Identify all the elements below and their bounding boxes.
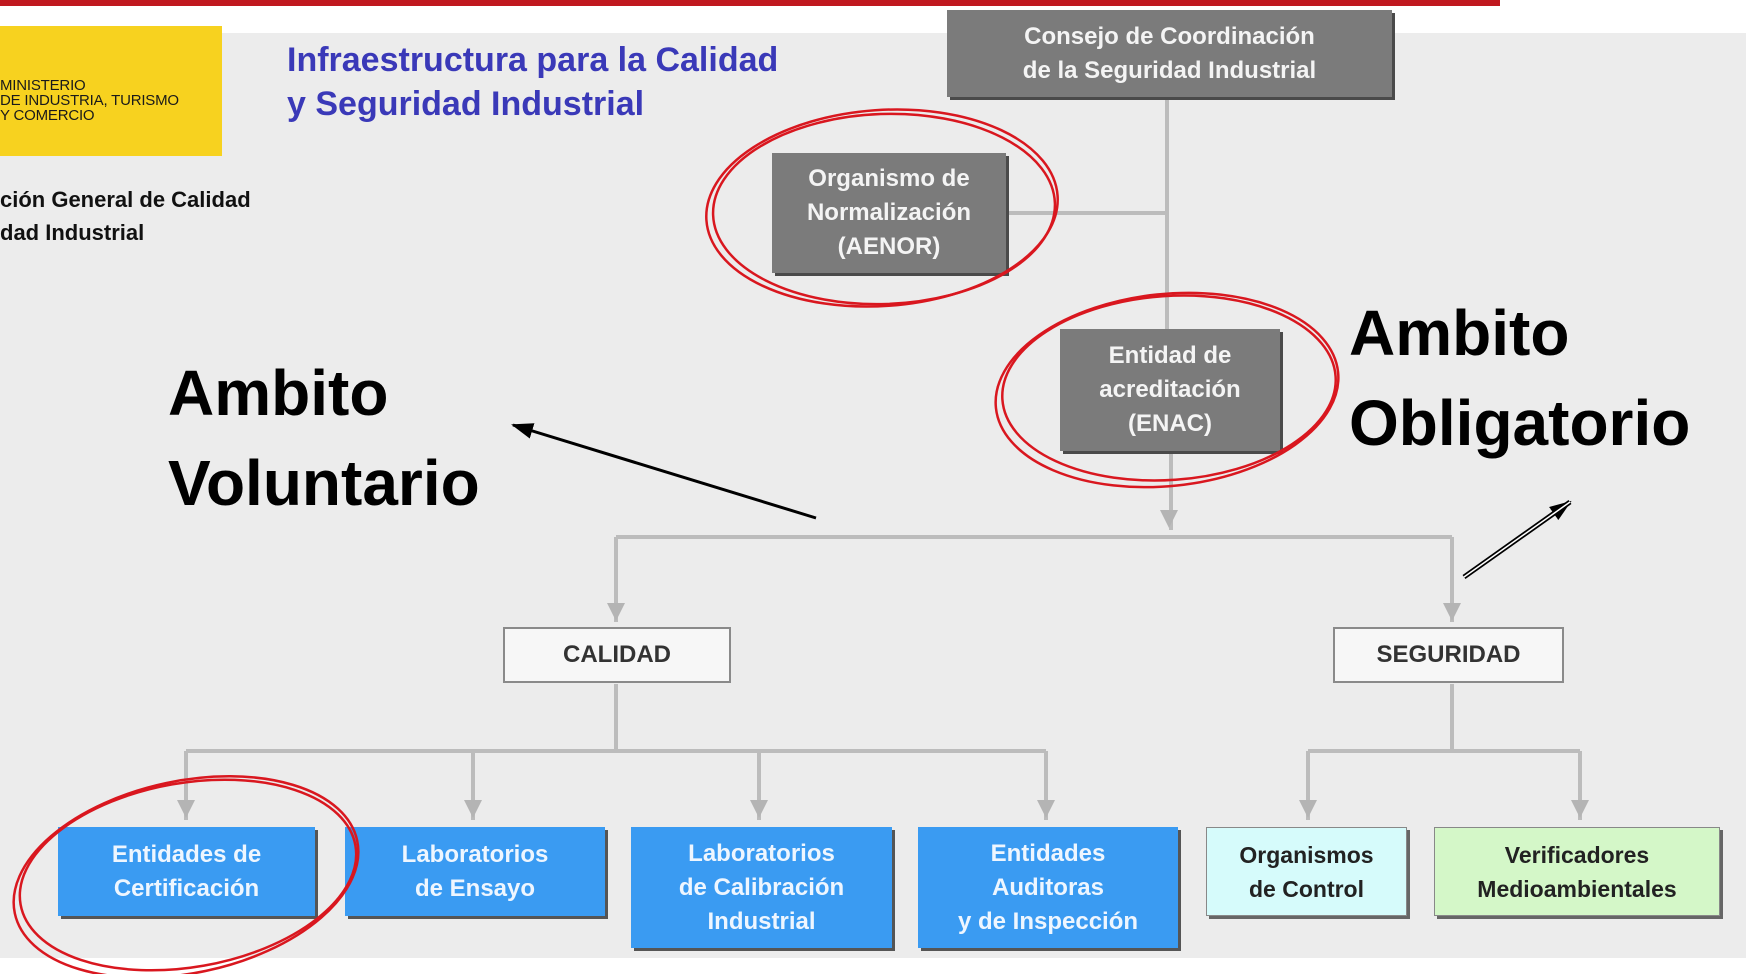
arrowhead bbox=[1160, 510, 1178, 528]
aenor-node: Organismo de Normalización (AENOR) bbox=[772, 153, 1006, 273]
verificadores-node: Verificadores Medioambientales bbox=[1434, 827, 1720, 916]
aenor-highlight-ellipse bbox=[705, 108, 1059, 308]
certificacion-node: Entidades de Certificación bbox=[58, 827, 315, 916]
mandatory-scope-label: Ambito Obligatorio bbox=[1349, 297, 1691, 459]
certificacion-highlight-ellipse bbox=[12, 775, 360, 974]
calidad-node: CALIDAD bbox=[503, 627, 731, 683]
enac-node: Entidad de acreditación (ENAC) bbox=[1060, 329, 1280, 451]
department-name: ción General de Calidad dad Industrial bbox=[0, 187, 251, 245]
ministry-logo-text: MINISTERIO DE INDUSTRIA, TURISMO Y COMER… bbox=[0, 77, 179, 124]
enac-highlight-ellipse bbox=[994, 291, 1340, 489]
page-title: Infraestructura para la Calidad y Seguri… bbox=[287, 41, 779, 123]
voluntary-pointer-arrow bbox=[511, 423, 817, 520]
voluntary-scope-label: Ambito Voluntario bbox=[168, 357, 480, 519]
consejo-node: Consejo de Coordinación de la Seguridad … bbox=[947, 10, 1392, 97]
calibracion-node: Laboratorios de Calibración Industrial bbox=[631, 827, 892, 948]
top-accent-bar bbox=[0, 0, 1500, 6]
auditoras-node: Entidades Auditoras y de Inspección bbox=[918, 827, 1178, 948]
ensayo-node: Laboratorios de Ensayo bbox=[345, 827, 605, 916]
control-node: Organismos de Control bbox=[1206, 827, 1407, 916]
seguridad-node: SEGURIDAD bbox=[1333, 627, 1564, 683]
ministry-logo: MINISTERIO DE INDUSTRIA, TURISMO Y COMER… bbox=[0, 26, 222, 156]
